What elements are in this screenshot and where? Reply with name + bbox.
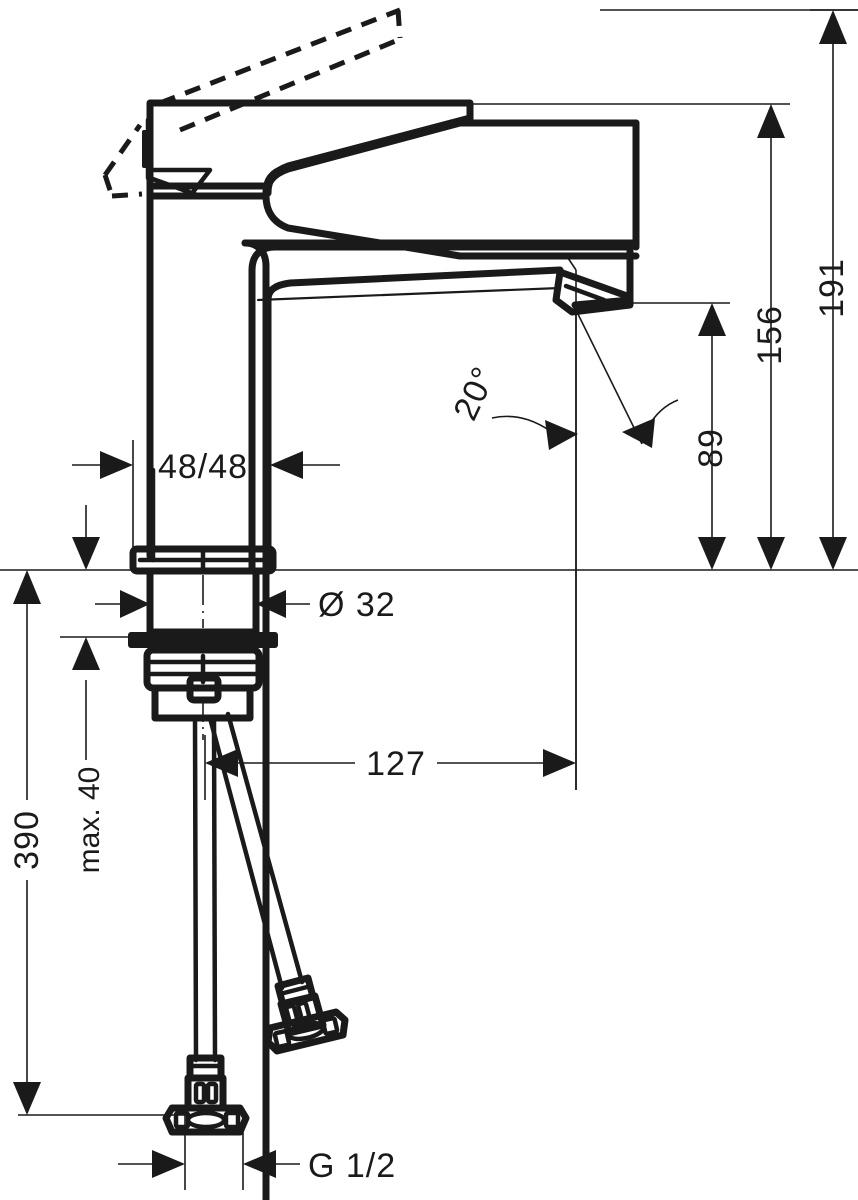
dim-label-g12: G 1/2 [308, 1147, 396, 1185]
washer-plate [128, 632, 278, 648]
dim-label-127: 127 [366, 745, 426, 783]
arrow-left-g12 [243, 1150, 276, 1178]
dimension-d32: Ø 32 [95, 586, 396, 624]
arrow-left-d32 [256, 590, 286, 618]
arrow-angle-left [545, 420, 578, 450]
dim-label-20deg: 20° [446, 361, 503, 426]
faucet-column [146, 192, 256, 560]
hose-left [162, 715, 250, 1136]
arrow-down-390 [13, 1082, 41, 1115]
dim-label-4848: 48/48 [158, 448, 248, 486]
dimension-156: 156 [751, 104, 789, 570]
spout-body [248, 243, 634, 574]
arrow-up-156 [757, 104, 785, 138]
angle-ray [575, 309, 643, 445]
flexible-hoses [162, 711, 349, 1136]
arrow-down-max40 [72, 537, 100, 570]
arrow-up-89 [698, 303, 726, 336]
arrow-right-d32 [120, 590, 150, 618]
dimension-20deg: 20° [446, 309, 679, 450]
arrow-right-127 [543, 749, 576, 777]
arrow-left-4848 [270, 451, 303, 479]
lever-handle [145, 99, 474, 200]
dim-label-max40: max. 40 [73, 767, 106, 874]
lever-open-position-dashed [102, 7, 403, 199]
arrow-down-89 [698, 537, 726, 570]
arrow-right-g12 [152, 1150, 185, 1178]
dim-label-89: 89 [692, 428, 730, 468]
arrow-right-4848 [100, 451, 133, 479]
spout-aerator [552, 257, 634, 790]
dimension-4848: 48/48 [72, 448, 340, 486]
mounting-assembly [128, 545, 278, 740]
arrow-angle-right [622, 418, 655, 448]
dimension-max40: max. 40 [72, 505, 106, 873]
mounting-nut [143, 646, 263, 740]
spout-outer [241, 239, 640, 1200]
dimension-g12: G 1/2 [118, 1147, 396, 1185]
arrow-up-max40 [72, 637, 100, 670]
arrow-left-127 [205, 749, 238, 777]
arrow-down-156 [757, 537, 785, 570]
dim-label-d32: Ø 32 [318, 586, 396, 624]
dimension-89: 89 [692, 303, 730, 570]
dim-label-191: 191 [813, 258, 851, 318]
arrow-down-191 [819, 537, 847, 570]
arrow-up-191 [819, 10, 847, 44]
dimension-390: 390 [8, 570, 46, 1115]
dim-label-156: 156 [751, 305, 789, 365]
dim-label-390: 390 [8, 810, 46, 870]
handle-pivot [142, 130, 203, 199]
dimension-191: 191 [813, 10, 851, 570]
arrow-up-390 [13, 570, 41, 604]
faucet-upper-body [262, 119, 640, 260]
dimension-127: 127 [205, 745, 576, 783]
